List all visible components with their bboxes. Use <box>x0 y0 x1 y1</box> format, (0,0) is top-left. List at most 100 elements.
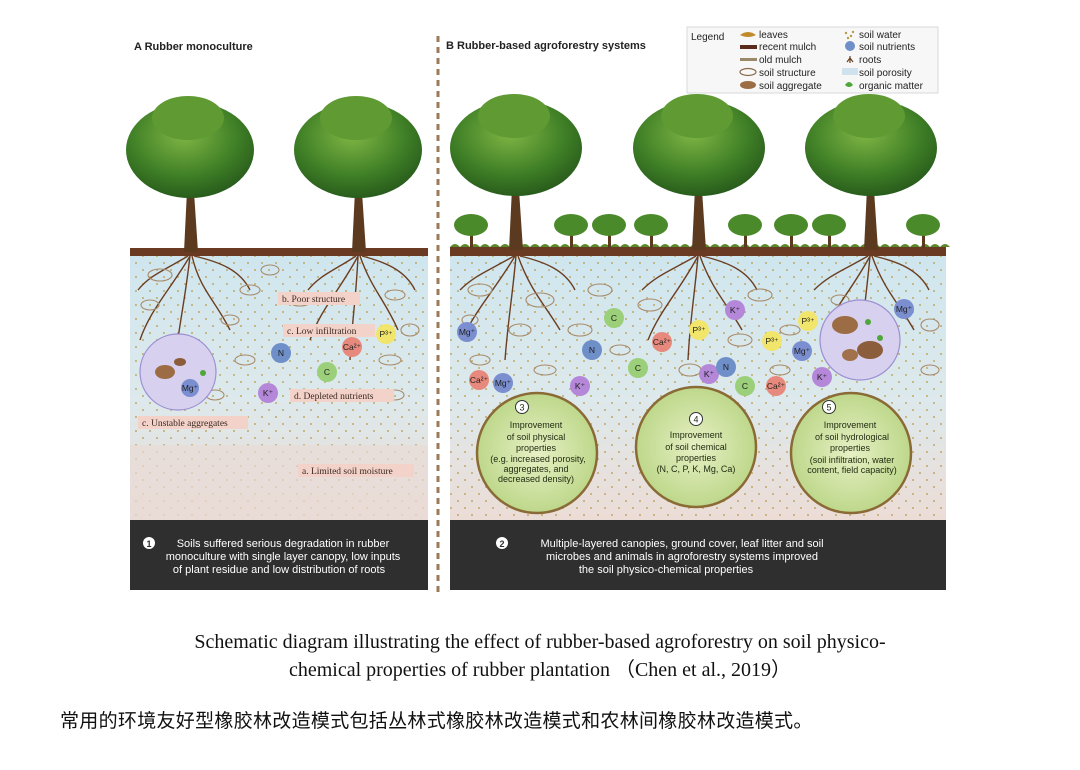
number-badge-2 <box>496 537 508 549</box>
physical-line-1: Improvement <box>510 420 563 430</box>
nutrient-icon: K⁺ <box>699 364 719 384</box>
svg-text:Ca²⁺: Ca²⁺ <box>767 381 786 391</box>
tree-a2-trunk <box>348 168 370 252</box>
svg-text:K⁺: K⁺ <box>704 369 715 379</box>
panel-a-title: A Rubber monoculture <box>134 41 253 53</box>
chemical-line-1: Improvement <box>670 430 723 440</box>
panel-b-ions: Mg⁺ C Ca²⁺ Mg⁺ N Ca²⁺ P³⁺ K⁺ C K⁺ N C Ca… <box>457 299 914 396</box>
tree-b3 <box>805 94 937 361</box>
root-icon <box>846 56 854 63</box>
tree-b3-canopy-top <box>833 94 905 138</box>
nutrient-icon: K⁺ <box>570 376 590 396</box>
nutrient-icon: P³⁺ <box>762 331 782 351</box>
tree-b1 <box>450 94 582 361</box>
svg-text:Mg⁺: Mg⁺ <box>794 346 811 356</box>
improvement-physical: 3 Improvement of soil physical propertie… <box>475 391 599 515</box>
legend-title: Legend <box>691 32 724 43</box>
chemical-line-3: properties <box>676 453 717 463</box>
tree-b2-trunk <box>688 166 710 250</box>
small-tree <box>906 214 940 248</box>
svg-text:P³⁺: P³⁺ <box>380 329 394 339</box>
nutrient-icon: Ca²⁺ <box>766 376 786 396</box>
small-tree <box>592 214 626 248</box>
legend-label-leaves: leaves <box>759 30 788 41</box>
tree-a2-canopy-top <box>320 96 392 140</box>
number-badge-5 <box>822 400 836 414</box>
nutrient-icon: Ca²⁺ <box>652 332 672 352</box>
svg-text:K⁺: K⁺ <box>730 305 741 315</box>
svg-text:P³⁺: P³⁺ <box>766 336 780 346</box>
label-low-infiltration: c. Low infiltration <box>283 324 375 337</box>
number-badge-4-label: 4 <box>693 415 698 425</box>
hydrological-line-1: Improvement <box>824 420 877 430</box>
small-tree <box>634 214 668 248</box>
label-depleted-nutrients: d. Depleted nutrients <box>290 389 394 402</box>
nutrient-icon: P³⁺ <box>689 320 709 340</box>
panel-b-surface <box>450 247 946 256</box>
legend-label-soil-structure: soil structure <box>759 68 816 79</box>
leaf-icon <box>740 32 756 37</box>
panel-b-bottom-line-1: Multiple-layered canopies, ground cover,… <box>540 538 823 550</box>
caption-line-2: chemical properties of rubber plantation… <box>288 659 792 681</box>
legend: Legend leaves recent mulch old mulch soi… <box>686 26 939 94</box>
panel-a-ions: N C K⁺ Ca²⁺ P³⁺ Mg⁺ <box>181 324 396 403</box>
number-badge-2-label: 2 <box>499 539 504 549</box>
physical-line-4: (e.g. increased porosity, <box>490 454 585 464</box>
aggregate-icon <box>155 365 175 379</box>
porosity-icon <box>842 68 858 75</box>
soil-structure-icon <box>739 67 757 77</box>
small-tree <box>728 214 762 248</box>
chemical-line-2: of soil chemical <box>665 442 727 452</box>
improvement-hydrological: 5 Improvement of soil hydrological prope… <box>789 391 913 515</box>
tree-b1-trunk <box>505 166 527 250</box>
label-unstable-aggregates: c. Unstable aggregates <box>138 416 248 429</box>
svg-text:C: C <box>742 381 748 391</box>
small-tree <box>454 214 488 248</box>
number-badge-3-label: 3 <box>519 403 524 413</box>
panel-b-bottom-band <box>450 520 946 590</box>
tree-b1-roots <box>459 255 576 361</box>
legend-box <box>686 26 939 94</box>
number-badge-5-label: 5 <box>826 403 831 413</box>
organic-matter-icon <box>865 319 871 325</box>
nutrient-icon: C <box>628 358 648 378</box>
nutrient-icon: C <box>317 362 337 382</box>
small-tree <box>774 214 808 248</box>
legend-label-soil-aggregate: soil aggregate <box>759 81 822 92</box>
panel-b-bottom-text: 2 Multiple-layered canopies, ground cove… <box>496 537 824 576</box>
svg-text:Mg⁺: Mg⁺ <box>495 378 512 388</box>
nutrient-icon: Ca²⁺ <box>469 370 489 390</box>
panel-a-bottom-line-3: of plant residue and low distribution of… <box>173 564 386 576</box>
svg-text:K⁺: K⁺ <box>263 388 274 398</box>
panel-b-ground-cover <box>450 244 950 247</box>
recent-mulch-icon <box>740 45 757 49</box>
tree-b1-canopy-top <box>478 94 550 138</box>
nutrient-icon: N <box>716 357 736 377</box>
tree-b2 <box>633 94 765 361</box>
svg-text:a. Limited soil moisture: a. Limited soil moisture <box>302 467 393 477</box>
svg-text:c. Low infiltration: c. Low infiltration <box>287 326 357 337</box>
improvement-chemical: 4 Improvement of soil chemical propertie… <box>634 385 758 509</box>
tree-b3-trunk <box>860 166 882 250</box>
physical-line-5: aggregates, and <box>503 464 568 474</box>
legend-label-soil-nutrients: soil nutrients <box>859 42 915 53</box>
small-tree <box>554 214 588 248</box>
chemical-line-4: (N, C, P, K, Mg, Ca) <box>657 464 736 474</box>
nutrient-icon: Mg⁺ <box>894 299 914 319</box>
tree-a1-canopy-top <box>152 96 224 140</box>
svg-text:P³⁺: P³⁺ <box>693 325 707 335</box>
svg-text:c. Unstable aggregates: c. Unstable aggregates <box>142 419 228 429</box>
aggregate-icon <box>842 349 858 361</box>
nutrient-icon: Mg⁺ <box>493 373 513 393</box>
tree-b2-canopy-top <box>661 94 733 138</box>
svg-text:Ca²⁺: Ca²⁺ <box>343 342 362 352</box>
organic-matter-icon <box>877 335 883 341</box>
nutrient-icon: Ca²⁺ <box>342 337 362 357</box>
nutrient-icon: P³⁺ <box>798 311 818 331</box>
hydrological-line-2: of soil hydrological <box>815 432 889 442</box>
svg-text:K⁺: K⁺ <box>817 372 828 382</box>
nutrient-icon: Mg⁺ <box>792 341 812 361</box>
number-badge-4 <box>689 412 703 426</box>
nutrient-icon: K⁺ <box>258 383 278 403</box>
hydrological-line-5: content, field capacity) <box>807 465 897 475</box>
